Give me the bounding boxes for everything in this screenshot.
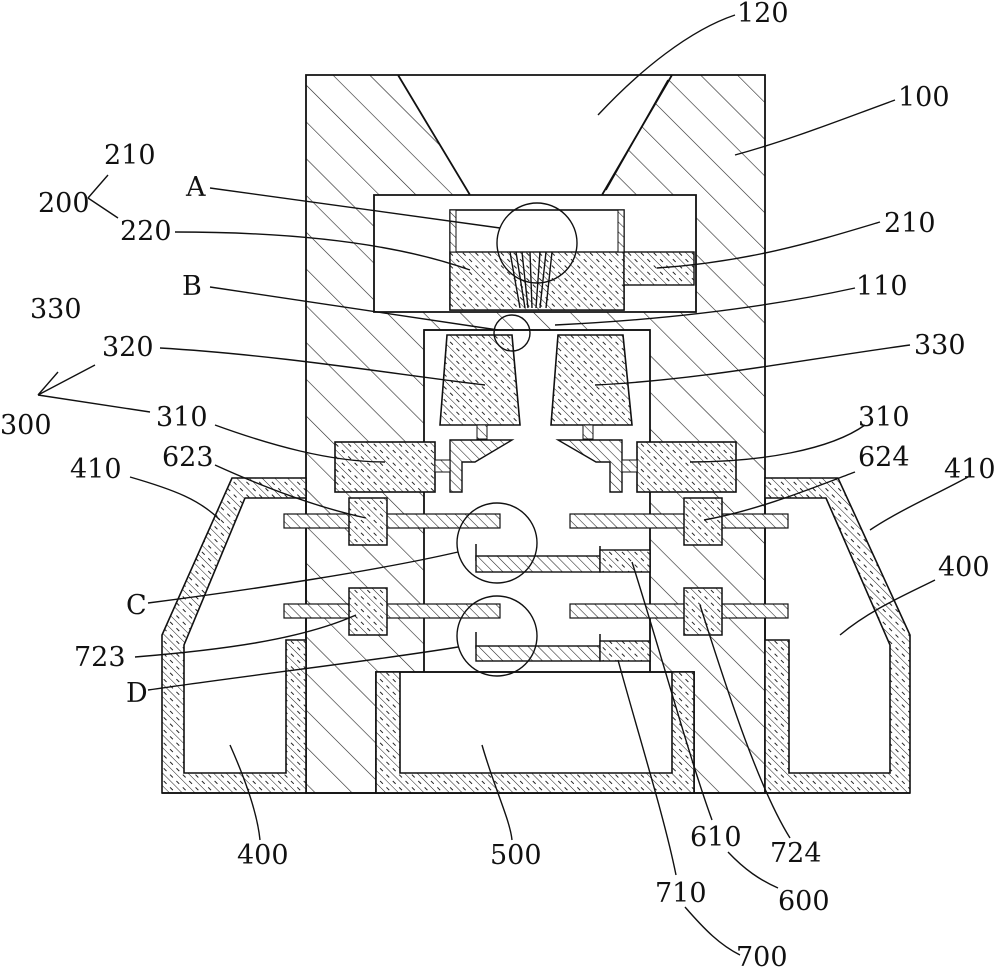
label-700: 700 — [736, 942, 788, 973]
side-blocks — [334, 441, 737, 493]
label-c: C — [126, 590, 147, 621]
label-400-left: 400 — [237, 840, 289, 871]
label-310-right: 310 — [858, 402, 910, 433]
label-310-left: 310 — [156, 402, 208, 433]
label-500: 500 — [490, 840, 542, 871]
label-410-left: 410 — [70, 454, 122, 485]
label-100: 100 — [898, 82, 950, 113]
label-210: 210 — [884, 208, 936, 239]
label-330-group: 330 — [30, 294, 82, 325]
label-400-right: 400 — [938, 552, 990, 583]
label-723: 723 — [74, 642, 126, 673]
label-624: 624 — [858, 442, 910, 473]
label-320: 320 — [102, 332, 154, 363]
label-b: B — [182, 271, 202, 302]
detail-circle-a — [496, 202, 578, 284]
label-710: 710 — [655, 878, 707, 909]
label-a: A — [185, 172, 206, 203]
label-610: 610 — [690, 822, 742, 853]
detail-circle-c — [456, 502, 538, 584]
upper-rod-set — [283, 497, 789, 584]
label-600: 600 — [778, 886, 830, 917]
label-d: D — [126, 678, 148, 709]
label-410-right: 410 — [944, 454, 996, 485]
lower-rod-set — [283, 587, 789, 677]
main-body — [305, 74, 766, 794]
detail-circle-d — [456, 595, 538, 677]
label-330: 330 — [914, 330, 966, 361]
wedge-blocks — [439, 314, 633, 493]
label-724: 724 — [770, 838, 822, 869]
label-200: 200 — [38, 188, 90, 219]
label-210-group: 210 — [104, 140, 156, 171]
detail-circle-b — [493, 314, 531, 352]
label-220: 220 — [120, 216, 172, 247]
leader-lines — [37, 14, 969, 956]
side-housings — [161, 477, 911, 794]
upper-insert — [449, 202, 695, 311]
label-300: 300 — [0, 410, 52, 441]
label-623: 623 — [162, 442, 214, 473]
label-110: 110 — [856, 271, 908, 302]
label-120: 120 — [737, 0, 789, 29]
